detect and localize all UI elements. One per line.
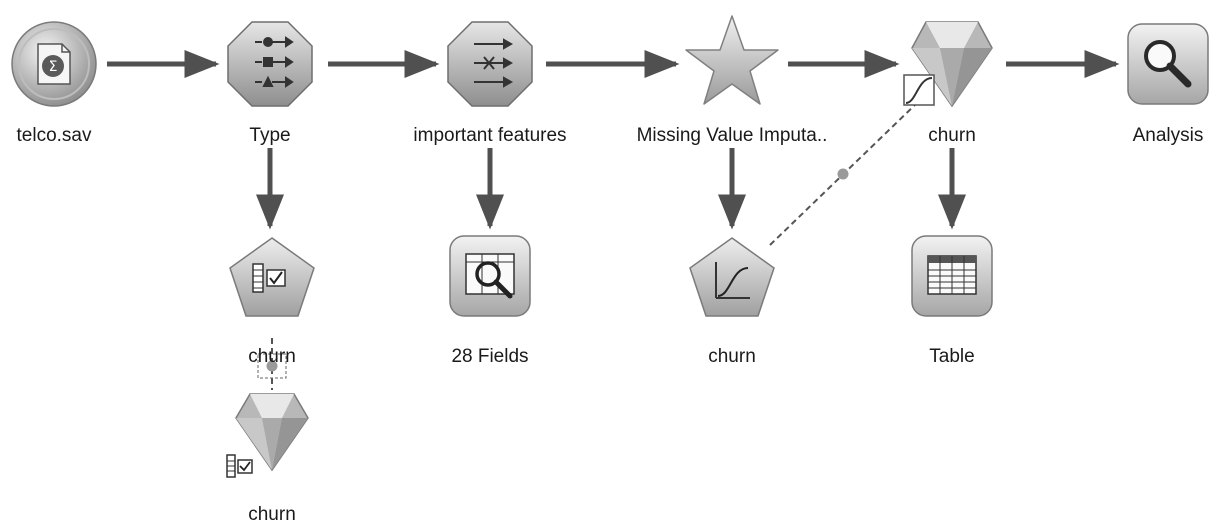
node-churn-model-left[interactable] [229, 237, 315, 317]
logistic-curve-icon [715, 262, 750, 299]
node-churn-nugget-bottom-label: churn [248, 504, 296, 523]
node-churn-nugget-top[interactable] [903, 21, 993, 108]
node-analysis-label: Analysis [1133, 125, 1204, 146]
fields-magnifier-icon [465, 253, 515, 299]
node-source[interactable]: Σ [11, 21, 97, 107]
node-type-label: Type [249, 125, 290, 146]
node-feature-selection[interactable] [447, 21, 533, 107]
node-table-output[interactable] [911, 235, 993, 317]
node-missing-value-imputation-label: Missing Value Imputa.. [637, 125, 828, 146]
svg-text:Σ: Σ [49, 59, 58, 75]
type-arrows-icon [255, 36, 294, 88]
stream-links [107, 50, 1120, 390]
model-link-mid-handle[interactable] [837, 168, 849, 180]
node-feature-selection-label: important features [413, 125, 566, 146]
model-link-left-selection[interactable] [257, 353, 287, 379]
node-source-label: telco.sav [17, 125, 92, 146]
star-icon [685, 15, 779, 105]
node-analysis[interactable] [1127, 23, 1209, 105]
node-fields-output[interactable] [449, 235, 531, 317]
node-churn-nugget-bottom[interactable] [224, 393, 309, 480]
feature-selection-icon [252, 263, 286, 293]
node-churn-nugget-top-label: churn [928, 125, 976, 146]
node-fields-output-label: 28 Fields [451, 346, 528, 367]
magnifier-icon [1144, 40, 1192, 88]
node-churn-model-mid-label: churn [708, 346, 756, 367]
node-type[interactable] [227, 21, 313, 107]
model-nugget-icon [235, 393, 309, 472]
feature-selection-nugget-icon [224, 452, 254, 480]
data-file-icon: Σ [37, 43, 71, 85]
table-grid-icon [927, 255, 977, 295]
filter-arrows-icon [474, 38, 514, 88]
node-churn-model-left-label: churn [248, 346, 296, 367]
node-churn-model-mid[interactable] [689, 237, 775, 317]
logistic-curve-icon [905, 77, 933, 104]
node-table-output-label: Table [929, 346, 974, 367]
node-missing-value-imputation[interactable] [685, 15, 779, 105]
model-link-left-handle[interactable] [266, 360, 278, 372]
